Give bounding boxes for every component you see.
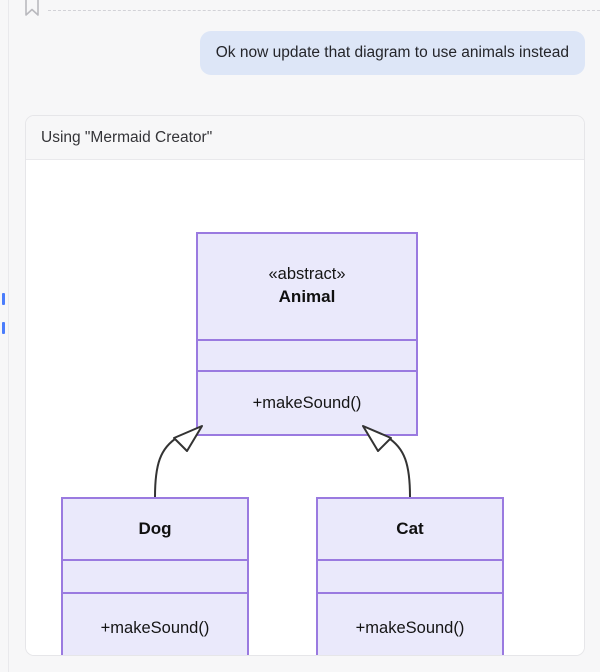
left-rail bbox=[0, 0, 9, 672]
uml-class-cat-methods: +makeSound() bbox=[318, 591, 502, 655]
bookmark-icon[interactable] bbox=[22, 0, 42, 18]
uml-class-animal-attributes bbox=[198, 338, 416, 370]
rail-marker-1[interactable] bbox=[2, 293, 5, 305]
uml-class-dog-name: Dog bbox=[138, 519, 172, 539]
dashed-divider bbox=[48, 10, 600, 11]
user-message-bubble[interactable]: Ok now update that diagram to use animal… bbox=[199, 31, 585, 75]
tool-card-title: Using "Mermaid Creator" bbox=[41, 128, 213, 146]
uml-class-dog-attributes bbox=[63, 559, 247, 591]
bookmark-divider-row bbox=[0, 0, 600, 22]
uml-class-animal-stereotype: «abstract» bbox=[268, 265, 346, 284]
tool-card-header[interactable]: Using "Mermaid Creator" bbox=[26, 116, 584, 160]
uml-class-animal-name: Animal bbox=[278, 287, 336, 307]
rail-marker-2[interactable] bbox=[2, 322, 5, 334]
uml-class-dog-header: Dog bbox=[63, 499, 247, 559]
inheritance-edge-dog-animal bbox=[154, 425, 203, 498]
uml-class-cat[interactable]: Cat +makeSound() bbox=[316, 497, 504, 655]
uml-class-dog[interactable]: Dog +makeSound() bbox=[61, 497, 249, 655]
uml-class-cat-method-0: +makeSound() bbox=[355, 618, 465, 637]
uml-class-animal-method-0: +makeSound() bbox=[252, 393, 362, 412]
tool-card: Using "Mermaid Creator" «abstract» Anima… bbox=[25, 115, 585, 656]
uml-class-animal[interactable]: «abstract» Animal +makeSound() bbox=[196, 232, 418, 436]
uml-class-cat-name: Cat bbox=[396, 519, 424, 539]
uml-class-dog-method-0: +makeSound() bbox=[100, 618, 210, 637]
uml-class-dog-methods: +makeSound() bbox=[63, 591, 247, 655]
user-message-row: Ok now update that diagram to use animal… bbox=[0, 31, 600, 75]
uml-class-diagram: «abstract» Animal +makeSound() Dog +make… bbox=[26, 160, 584, 655]
inheritance-edge-cat-animal bbox=[362, 425, 411, 498]
tool-card-body: «abstract» Animal +makeSound() Dog +make… bbox=[26, 160, 584, 655]
uml-class-animal-methods: +makeSound() bbox=[198, 370, 416, 434]
uml-class-cat-attributes bbox=[318, 559, 502, 591]
uml-class-animal-header: «abstract» Animal bbox=[198, 234, 416, 339]
uml-class-cat-header: Cat bbox=[318, 499, 502, 559]
